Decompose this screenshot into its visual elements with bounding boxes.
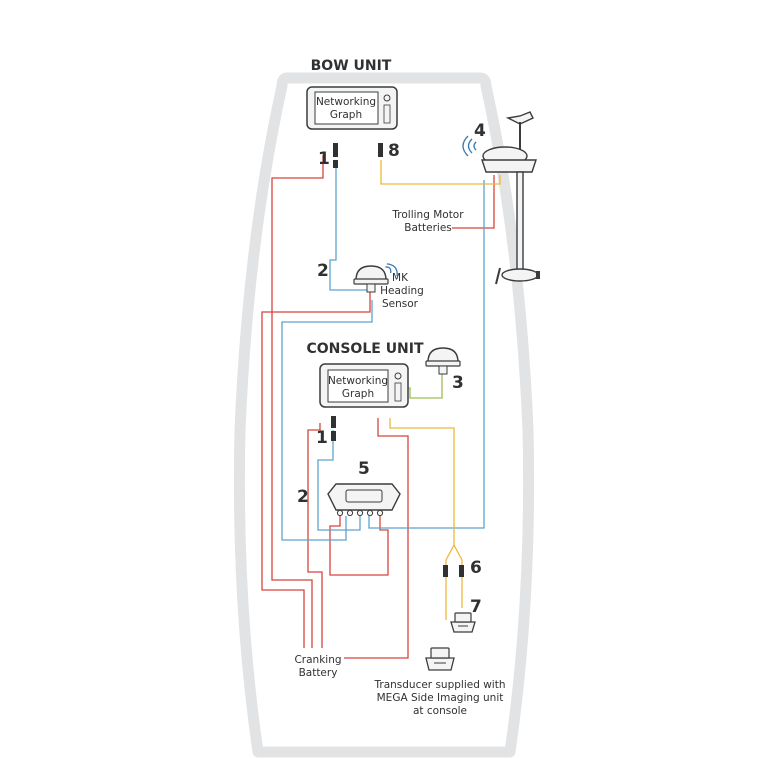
callout-6: 6 [470, 558, 482, 578]
heading-label-1: MK [392, 272, 409, 284]
bow-power-wire [271, 155, 324, 648]
transducer-connector-a [443, 565, 448, 577]
console-screen-line2: Graph [342, 388, 374, 400]
blue-network-wires [281, 165, 485, 541]
console-power-wire [307, 423, 323, 648]
bow-sonar-wire [380, 160, 501, 185]
trolling-battery-label-1: Trolling Motor [391, 209, 464, 221]
callout-1-console: 1 [316, 428, 328, 448]
bow-screen-line2: Graph [330, 109, 362, 121]
callout-3: 3 [452, 373, 464, 393]
console-network-wire [317, 430, 361, 531]
trolling-battery-wire [452, 175, 495, 229]
console-unit-screen [327, 369, 389, 403]
heading-sensor-power-wire [261, 290, 371, 648]
console-connector-1b [331, 431, 336, 441]
callout-1-bow: 1 [318, 149, 330, 169]
hub-power-wire [329, 516, 389, 576]
console-sonar-branch [453, 544, 463, 608]
bow-connector-1b [333, 160, 338, 168]
green-gps-wires [404, 372, 443, 399]
transducer-label-2: MEGA Side Imaging unit [377, 692, 504, 704]
bow-network-wire [329, 165, 370, 291]
wifi-signal-icon [462, 135, 477, 157]
cranking-label-2: Battery [299, 667, 338, 679]
red-power-wires [261, 155, 495, 659]
console-screen-line1: Networking [328, 375, 388, 387]
console-unit-display[interactable]: Networking Graph [319, 363, 409, 408]
boat-hull-outline [233, 72, 535, 758]
console-sonar-wire [389, 418, 455, 620]
transducer-icon [450, 612, 476, 633]
bow-unit-screen [314, 91, 379, 125]
cranking-label-1: Cranking [294, 654, 341, 666]
transducer-icon-large [425, 647, 455, 671]
trolling-battery-label-2: Batteries [404, 222, 452, 234]
callout-2-console: 2 [297, 487, 309, 507]
callout-2-bow: 2 [317, 261, 329, 281]
network-hub-icon [327, 483, 401, 517]
heading-network-wire [281, 300, 373, 541]
heading-sensor-icon [353, 265, 389, 293]
gps-wire [404, 372, 443, 399]
transducer-label-1: Transducer supplied with [374, 679, 506, 691]
heading-wifi-icon [385, 263, 398, 277]
heading-label-2: Heading [380, 285, 424, 297]
heading-label-3: Sensor [382, 298, 419, 310]
bow-screen-line1: Networking [316, 96, 376, 108]
callout-4: 4 [474, 121, 486, 141]
console-connector-1 [331, 416, 336, 428]
console-unit-title: CONSOLE UNIT [306, 341, 424, 357]
trolling-motor-icon [481, 111, 540, 285]
transducer-connector-b [459, 565, 464, 577]
callout-7: 7 [470, 597, 482, 617]
bow-unit-title: BOW UNIT [311, 58, 392, 74]
transducer-label-3: at console [413, 705, 467, 717]
transducer-power-wire [344, 418, 409, 659]
callout-5: 5 [358, 459, 370, 479]
callout-8: 8 [388, 141, 400, 161]
bow-connector-1 [333, 143, 338, 157]
gps-receiver-icon [425, 347, 461, 375]
trolling-network-wire [368, 180, 485, 529]
bow-unit-display[interactable]: Networking Graph [306, 86, 398, 130]
bow-connector-8 [378, 143, 383, 157]
